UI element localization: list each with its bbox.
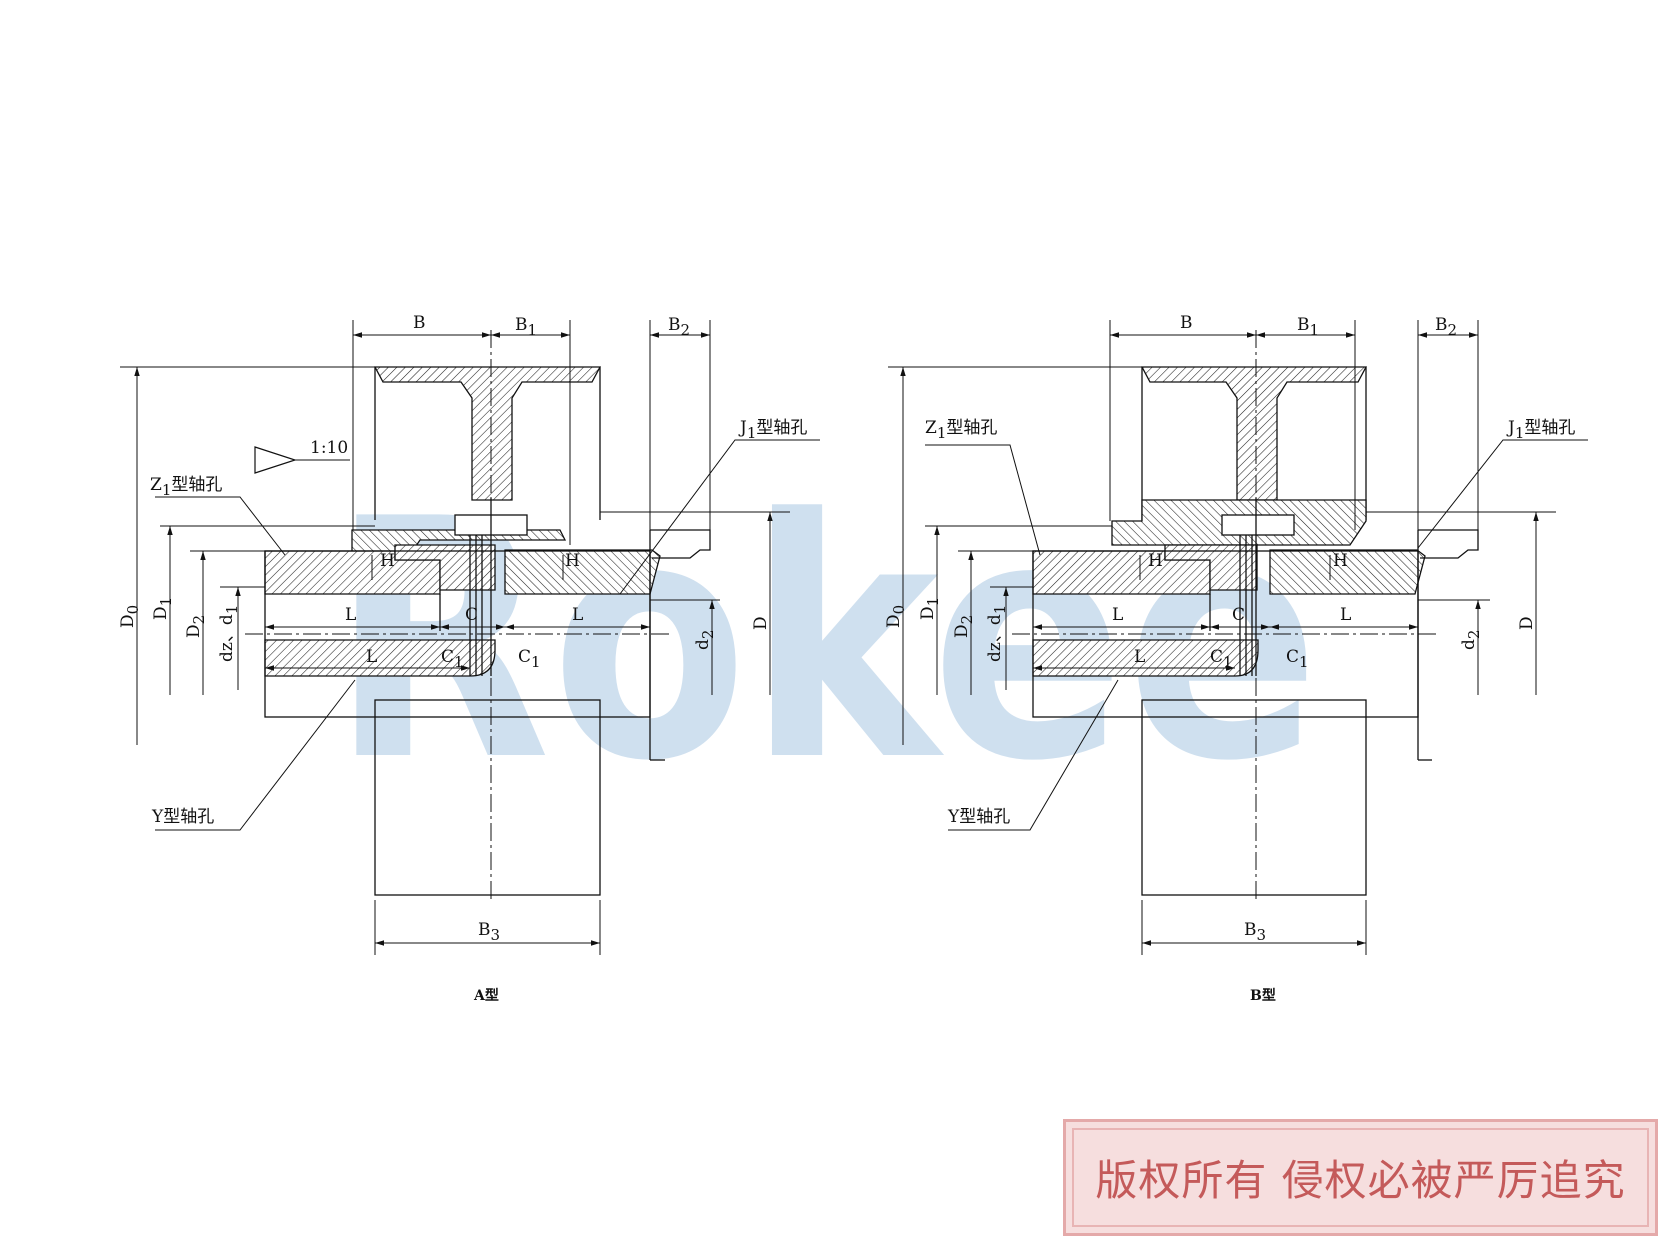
- dim-C1-right: C1: [518, 647, 541, 671]
- dim-d2-b: d2: [1459, 630, 1483, 650]
- dim-H-right-b: H: [1333, 551, 1348, 571]
- dim-B-b: B: [1180, 313, 1193, 333]
- dim-L-right-b: L: [1340, 605, 1351, 625]
- view-a-labels: B B1 B2 B3 1:10 Z1型轴孔 J1型轴孔 Y型轴孔 L C L L…: [118, 313, 807, 1004]
- dim-dz-d1-b: dz、d1: [985, 605, 1009, 662]
- dim-B3: B3: [478, 920, 500, 944]
- dim-L-lower-b: L: [1134, 647, 1145, 667]
- dim-d2: d2: [693, 630, 717, 650]
- stamp-inner-border: [1072, 1128, 1649, 1227]
- dim-dz-d1: dz、d1: [217, 605, 241, 662]
- dim-D0-b: D0: [884, 605, 908, 628]
- dim-D2-b: D2: [952, 615, 976, 638]
- dim-H-right: H: [565, 551, 580, 571]
- dim-L-left: L: [345, 605, 356, 625]
- label-j1-bore-b: J1型轴孔: [1506, 418, 1575, 442]
- pin-bolt-b: [1221, 514, 1295, 536]
- dim-C1-right-b: C1: [1286, 647, 1309, 671]
- view-b-labels: B B1 B2 B3 Z1型轴孔 J1型轴孔 Y型轴孔 L C L L C1 C…: [884, 313, 1575, 1004]
- caption-b: B型: [1250, 987, 1276, 1004]
- dim-L-lower: L: [366, 647, 377, 667]
- view-b-drawing: [888, 320, 1588, 955]
- right-half-hub-b: [1269, 549, 1426, 595]
- dim-C: C: [465, 605, 478, 625]
- dim-C-b: C: [1232, 605, 1245, 625]
- dim-B1: B1: [515, 315, 537, 339]
- copyright-stamp: 版权所有 侵权必被严厉追究: [1063, 1119, 1658, 1236]
- left-hub-sleeve-b: [1164, 544, 1258, 591]
- dim-H-left-b: H: [1148, 551, 1163, 571]
- label-z1-bore: Z1型轴孔: [150, 475, 222, 499]
- view-a-drawing: [120, 320, 820, 955]
- dim-D1: D1: [151, 597, 175, 620]
- dim-D2: D2: [184, 615, 208, 638]
- dim-C1-left: C1: [441, 647, 464, 671]
- label-z1-bore-b: Z1型轴孔: [925, 418, 997, 442]
- dim-D1-b: D1: [918, 597, 942, 620]
- caption-a: A型: [473, 987, 499, 1004]
- dim-D0: D0: [118, 605, 142, 628]
- dim-B: B: [413, 313, 426, 333]
- label-j1-bore: J1型轴孔: [738, 418, 807, 442]
- dim-L-right: L: [572, 605, 583, 625]
- dim-C1-left-b: C1: [1210, 647, 1233, 671]
- dim-B2-b: B2: [1435, 315, 1457, 339]
- dim-H-left: H: [380, 551, 395, 571]
- right-half-hub: [504, 549, 661, 595]
- dim-D: D: [751, 616, 771, 630]
- brake-wheel-section: [373, 366, 602, 501]
- dim-B2: B2: [668, 315, 690, 339]
- taper-ratio: 1:10: [310, 438, 348, 458]
- dim-L-left-b: L: [1112, 605, 1123, 625]
- stamp-text: 版权所有 侵权必被严厉追究: [1095, 1156, 1626, 1205]
- dim-B3-b: B3: [1244, 920, 1266, 944]
- dim-D-b: D: [1517, 616, 1537, 630]
- label-y-bore-b: Y型轴孔: [947, 807, 1010, 827]
- label-y-bore: Y型轴孔: [151, 807, 214, 827]
- dim-B1-b: B1: [1297, 315, 1319, 339]
